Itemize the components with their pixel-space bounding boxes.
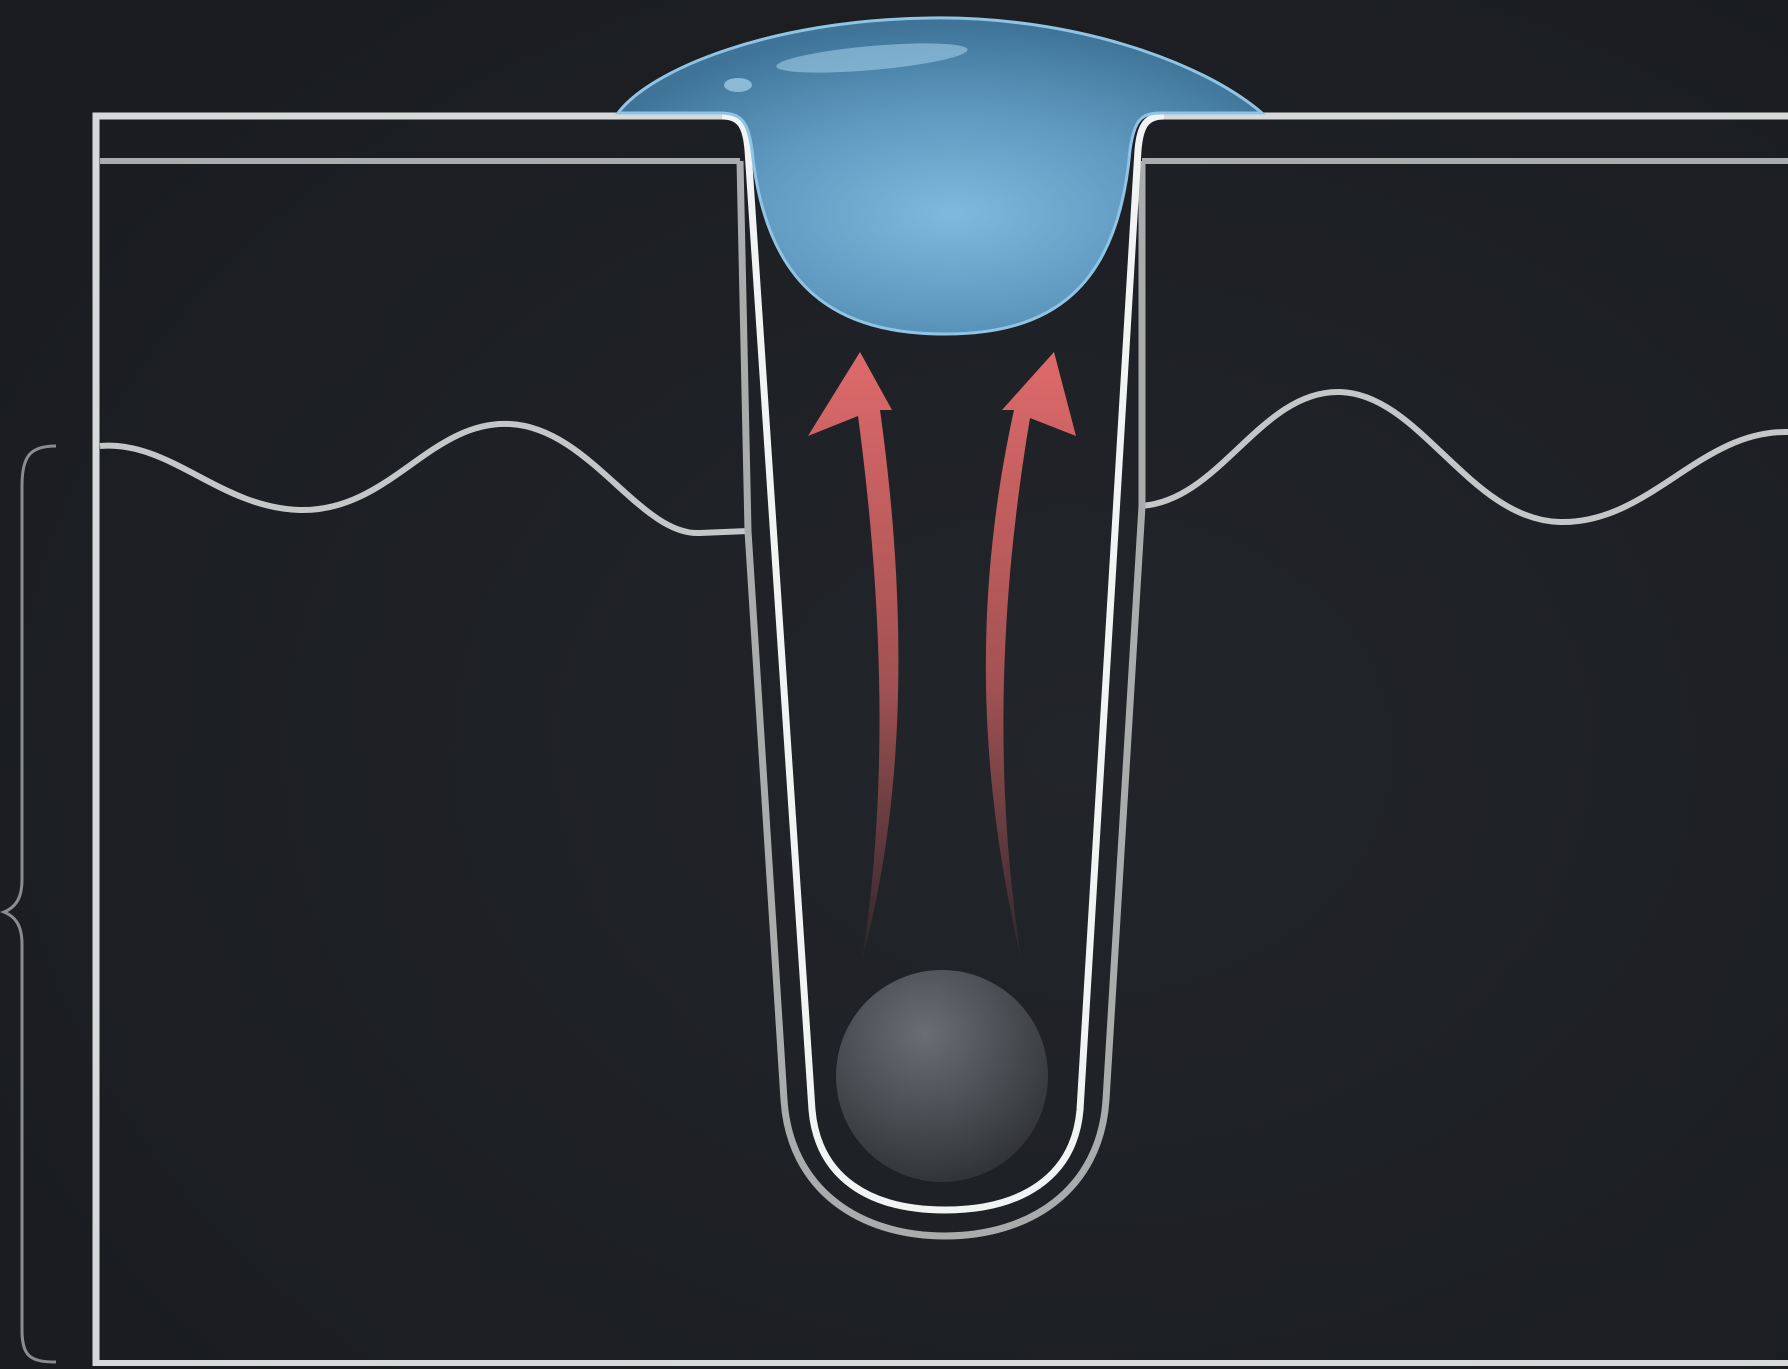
particle-sphere	[836, 970, 1048, 1182]
droplet-highlight-small	[724, 78, 752, 92]
